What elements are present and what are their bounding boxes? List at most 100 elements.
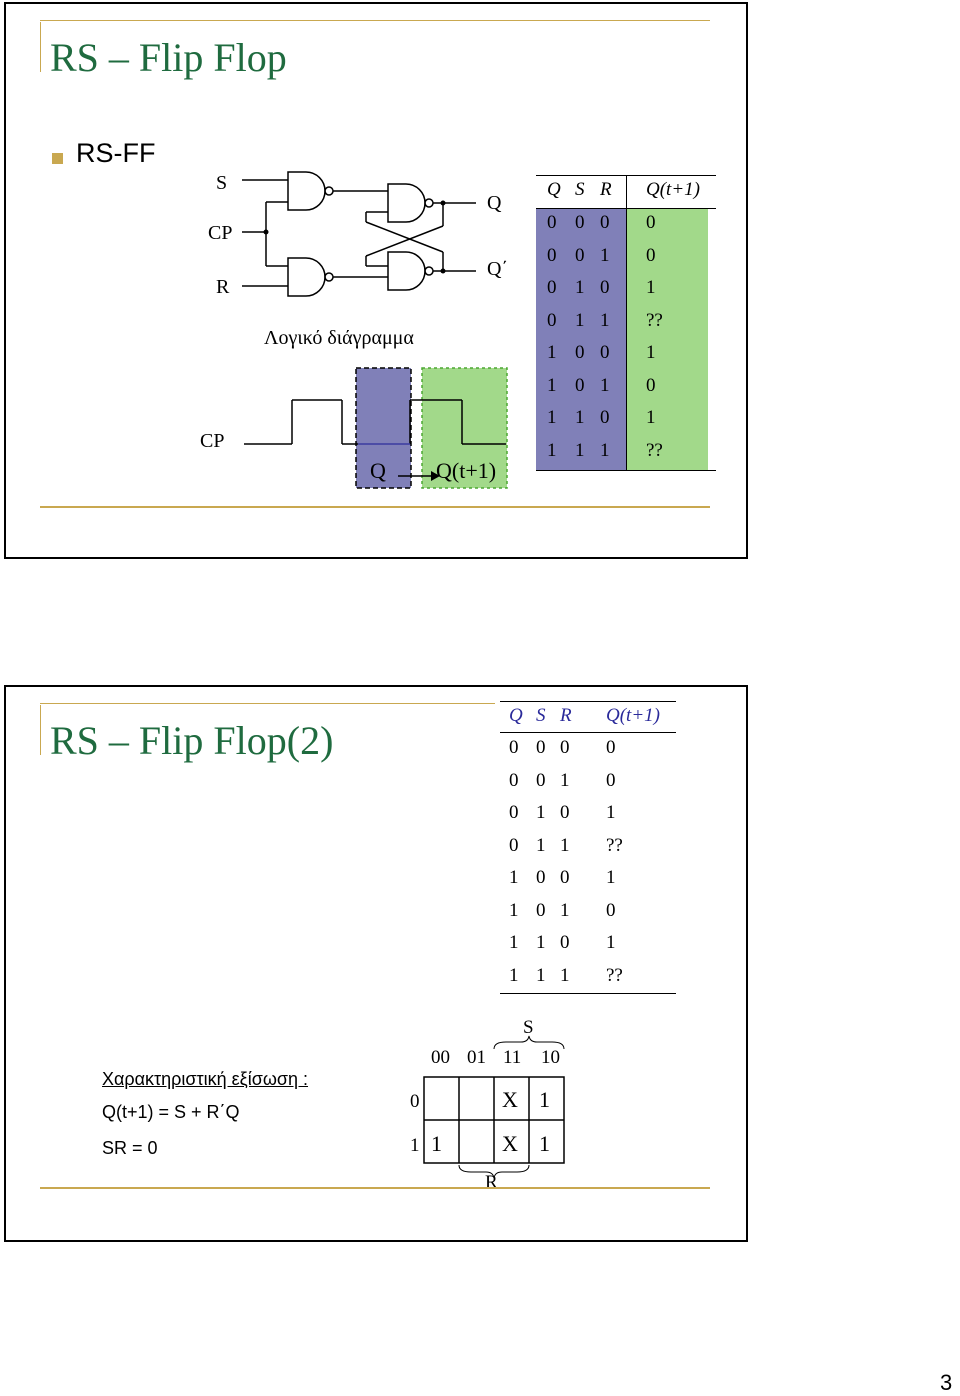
table-cell: 1 bbox=[509, 964, 519, 986]
table-cell: 0 bbox=[536, 867, 546, 888]
kmap-cell: X bbox=[502, 1087, 518, 1112]
title-top-line bbox=[40, 20, 710, 21]
table-cell: 1 bbox=[646, 407, 656, 428]
table-cell: 1 bbox=[646, 342, 656, 363]
qsr-column-highlight bbox=[536, 208, 626, 470]
table-cell: 1 bbox=[575, 309, 585, 331]
table-cell: 0 bbox=[560, 802, 570, 823]
table-cell: 0 bbox=[560, 932, 570, 953]
header-qnext: Q(t+1) bbox=[606, 705, 660, 726]
table-cell: 0 bbox=[606, 737, 616, 758]
table-cell: 0 bbox=[575, 244, 585, 266]
table-cell: 1 bbox=[646, 277, 656, 298]
header-q: Q bbox=[509, 705, 523, 726]
table-cell: 0 bbox=[575, 374, 585, 396]
header-q: Q bbox=[547, 179, 561, 200]
timing-diagram bbox=[244, 367, 508, 489]
table-cell: 1 bbox=[509, 932, 519, 953]
equation-heading: Χαρακτηριστική εξίσωση : bbox=[102, 1069, 309, 1089]
table-cell: 0 bbox=[536, 899, 546, 921]
table-cell: 0 bbox=[547, 277, 557, 298]
footer-line bbox=[40, 506, 710, 508]
kmap-r-label: R bbox=[485, 1172, 498, 1193]
output-q-label: Q bbox=[487, 192, 502, 214]
table-cell: 0 bbox=[509, 737, 519, 758]
table-cell: ?? bbox=[606, 834, 623, 856]
table-cell: 0 bbox=[547, 244, 557, 266]
table-cell: 1 bbox=[600, 439, 610, 461]
table-cell: 1 bbox=[560, 899, 570, 921]
table-cell: 0 bbox=[536, 737, 546, 758]
timing-cp-label: CP bbox=[200, 430, 225, 452]
table-cell: 1 bbox=[575, 277, 585, 298]
kmap-s-label: S bbox=[523, 1017, 534, 1038]
table-cell: 1 bbox=[547, 407, 557, 428]
footer-line bbox=[40, 1187, 710, 1189]
kmap-cell: 1 bbox=[539, 1131, 550, 1156]
header-r: R bbox=[600, 179, 612, 200]
kmap-col-10: 10 bbox=[541, 1047, 560, 1068]
title-top-line bbox=[40, 703, 495, 704]
table-cell: 0 bbox=[547, 309, 557, 331]
table-cell: 0 bbox=[646, 212, 656, 233]
timing-qnext-label: Q(t+1) bbox=[436, 458, 497, 483]
header-s: S bbox=[536, 705, 546, 726]
bullet-text: RS-FF bbox=[76, 138, 156, 168]
table-cell: 1 bbox=[560, 964, 570, 986]
table-divider bbox=[626, 175, 627, 470]
table-cell: 0 bbox=[509, 834, 519, 856]
input-cp-label: CP bbox=[208, 222, 233, 244]
kmap-row-0: 0 bbox=[410, 1091, 420, 1112]
table-cell: 0 bbox=[646, 244, 656, 266]
diagram-caption: Λογικό διάγραμμα bbox=[264, 327, 414, 349]
kmap-col-01: 01 bbox=[467, 1047, 486, 1068]
slide-title: RS – Flip Flop(2) bbox=[50, 718, 334, 763]
table-cell: 0 bbox=[646, 374, 656, 396]
table-cell: 0 bbox=[575, 212, 585, 233]
page-number: 3 bbox=[940, 1370, 953, 1395]
output-qbar-label: Q΄ bbox=[487, 258, 509, 280]
table-cell: 0 bbox=[606, 899, 616, 921]
table-top-rule bbox=[500, 701, 676, 702]
table-cell: 1 bbox=[560, 834, 570, 856]
table-cell: 0 bbox=[547, 212, 557, 233]
logic-circuit-diagram bbox=[242, 171, 476, 297]
table-cell: 0 bbox=[600, 212, 610, 233]
kmap-col-11: 11 bbox=[503, 1047, 522, 1068]
kmap-cell: 1 bbox=[539, 1087, 550, 1112]
slide-1: RS – Flip Flop RS-FF S CP R Q Q΄ bbox=[4, 2, 748, 559]
table-cell: 1 bbox=[547, 342, 557, 363]
table-cell: 0 bbox=[536, 769, 546, 791]
table-header-rule bbox=[500, 732, 676, 733]
table-cell: 1 bbox=[536, 834, 546, 856]
kmap-cell: 1 bbox=[431, 1131, 442, 1156]
table-cell: 1 bbox=[600, 374, 610, 396]
table-cell: 1 bbox=[536, 964, 546, 986]
table-cell: ?? bbox=[646, 309, 663, 331]
table-cell: 0 bbox=[575, 342, 585, 363]
input-r-label: R bbox=[216, 276, 230, 298]
constraint: SR = 0 bbox=[102, 1138, 158, 1158]
header-r: R bbox=[560, 705, 572, 726]
header-s: S bbox=[575, 179, 585, 200]
table-cell: 0 bbox=[560, 737, 570, 758]
bullet-icon bbox=[52, 153, 63, 164]
table-cell: 1 bbox=[547, 439, 557, 461]
table-cell: 1 bbox=[575, 407, 585, 428]
table-cell: 1 bbox=[600, 309, 610, 331]
table-cell: 1 bbox=[547, 374, 557, 396]
title-accent-line bbox=[40, 22, 41, 72]
input-s-label: S bbox=[216, 172, 228, 194]
table-cell: 1 bbox=[560, 769, 570, 791]
table-bottom-rule bbox=[500, 993, 676, 994]
kmap-cell: X bbox=[502, 1131, 518, 1156]
kmap-col-00: 00 bbox=[431, 1047, 450, 1068]
table-cell: 1 bbox=[606, 867, 616, 888]
qnext-column-highlight bbox=[626, 208, 708, 470]
slide-title: RS – Flip Flop bbox=[50, 35, 287, 80]
kmap-grid bbox=[423, 1035, 565, 1179]
table-cell: 1 bbox=[606, 802, 616, 823]
table-cell: 1 bbox=[509, 867, 519, 888]
table-cell: ?? bbox=[646, 439, 663, 461]
